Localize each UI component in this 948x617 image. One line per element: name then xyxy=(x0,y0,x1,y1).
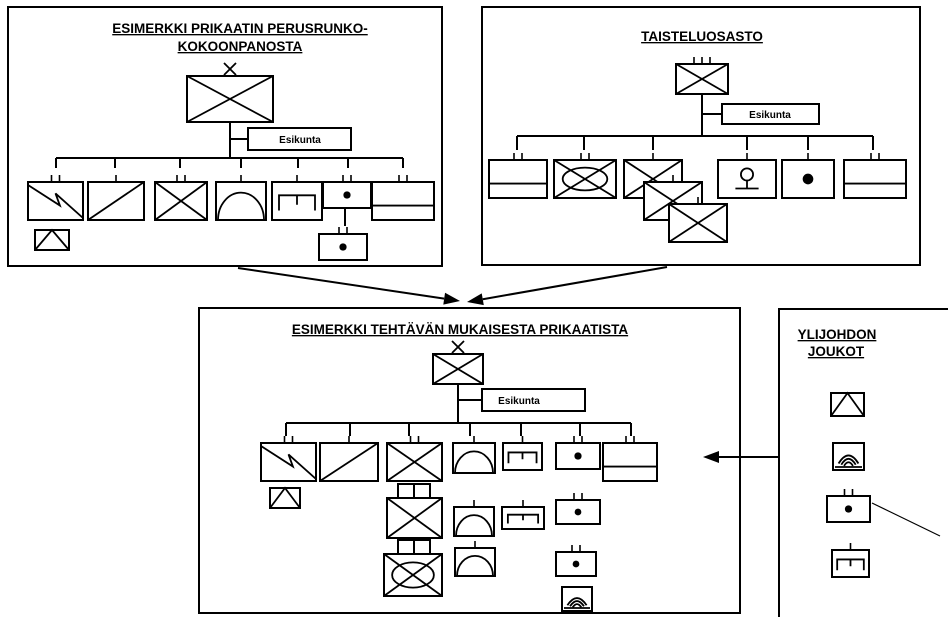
base-engineer-unit xyxy=(271,175,323,221)
higher-air-defense-unit xyxy=(832,442,865,471)
battle-field-artillery-unit xyxy=(781,153,835,199)
panel-base-frame xyxy=(7,6,443,267)
battle-group-symbol xyxy=(675,57,729,95)
task-armor-unit xyxy=(319,436,379,482)
task-field-artillery-unit-1 xyxy=(555,436,601,470)
base-brigade-symbol xyxy=(186,62,274,123)
panel-battle-frame xyxy=(481,6,921,266)
task-aviation-unit xyxy=(269,486,301,509)
battle-recon-unit xyxy=(717,153,777,199)
base-signal-unit xyxy=(27,175,84,221)
task-engineer-unit-1 xyxy=(502,436,543,471)
task-logistics-unit xyxy=(602,436,658,482)
arrow-battle-to-task xyxy=(467,266,668,306)
panel-higher-title-line1: YLIJOHDON xyxy=(798,327,877,342)
base-field-artillery-unit-2 xyxy=(318,227,368,261)
base-aviation-unit xyxy=(34,228,70,251)
task-artillery-unit-1 xyxy=(452,436,496,474)
panel-higher-title-line2: JOUKOT xyxy=(808,344,865,359)
higher-engineer-unit xyxy=(831,543,870,578)
task-artillery-unit-3 xyxy=(454,541,496,577)
arrow-higher-to-task xyxy=(703,451,778,463)
base-logistics-unit xyxy=(371,175,435,221)
panel-base-title-line1: ESIMERKKI PRIKAATIN PERUSRUNKO- xyxy=(112,21,368,36)
task-field-artillery-unit-3 xyxy=(555,545,597,577)
higher-field-artillery-unit xyxy=(826,489,871,523)
task-brigade-symbol xyxy=(432,340,484,385)
task-field-artillery-unit-2 xyxy=(555,493,601,525)
battle-logistics-unit-2 xyxy=(843,153,907,199)
task-engineer-unit-2 xyxy=(501,500,545,530)
task-artillery-unit-2 xyxy=(453,500,495,537)
panel-base-title-line2: KOKOONPANOSTA xyxy=(178,39,303,54)
base-infantry-unit xyxy=(154,175,208,221)
panel-task-frame xyxy=(198,307,741,614)
task-air-defense-unit xyxy=(561,586,593,612)
base-armor-unit xyxy=(87,175,145,221)
hq-label-battle: Esikunta xyxy=(749,110,791,121)
hq-label-task: Esikunta xyxy=(498,396,540,407)
panel-battle-title: TAISTELUOSASTO xyxy=(641,29,763,44)
task-infantry-unit-2 xyxy=(386,497,443,539)
battle-infantry-unit-3 xyxy=(668,197,728,243)
base-artillery-unit xyxy=(215,175,267,221)
arrow-base-to-task xyxy=(237,267,460,305)
hq-label-base: Esikunta xyxy=(279,135,321,146)
task-infantry-unit-1 xyxy=(386,436,443,482)
base-field-artillery-unit xyxy=(322,175,372,209)
panel-task-title: ESIMERKKI TEHTÄVÄN MUKAISESTA PRIKAATIST… xyxy=(292,322,629,337)
task-signal-unit xyxy=(260,436,317,482)
battle-mech-infantry-unit xyxy=(553,153,617,199)
higher-aviation-unit xyxy=(830,391,865,417)
battle-logistics-unit xyxy=(488,153,548,199)
task-mech-infantry-unit xyxy=(383,553,443,597)
panel-higher-frame xyxy=(778,308,948,617)
